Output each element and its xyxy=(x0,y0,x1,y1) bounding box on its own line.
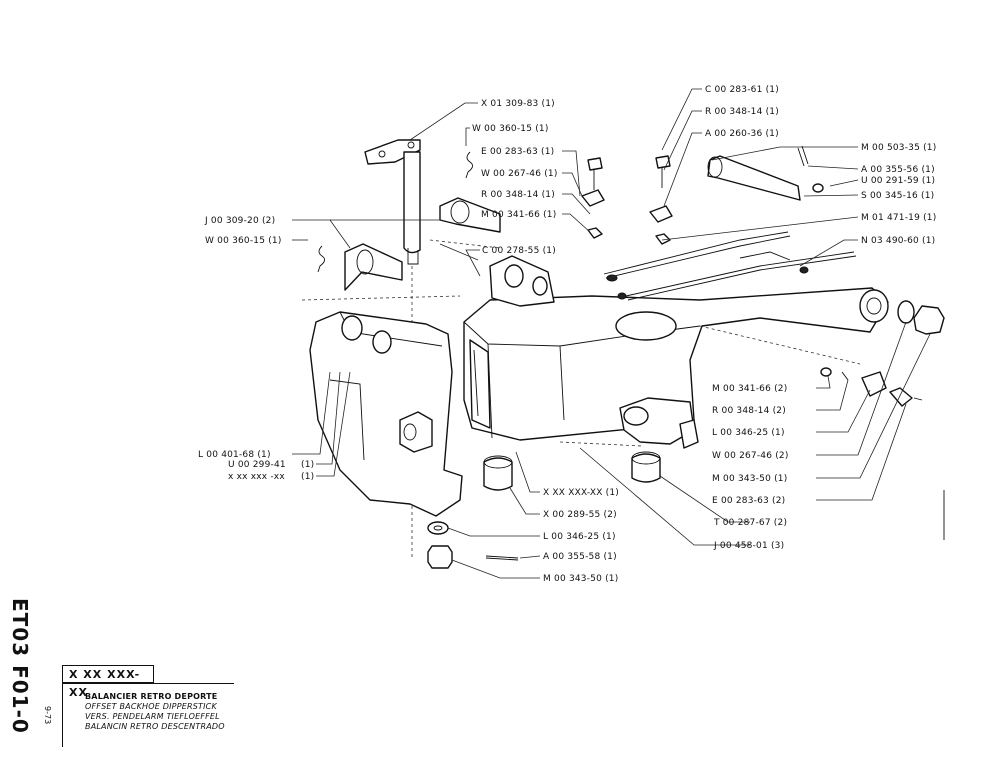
title-frame: BALANCIER RETRO DEPORTE OFFSET BACKHOE D… xyxy=(62,683,234,747)
label-m00343b: M 00 343-50 (1) xyxy=(543,574,618,584)
label-u00291: U 00 291-59 (1) xyxy=(861,176,935,186)
label-j00458: J 00 458-01 (3) xyxy=(713,541,784,551)
sheet-code: ET03 F01-0 xyxy=(8,598,32,734)
left-bracket xyxy=(309,311,463,517)
cotter-pin-bottom xyxy=(485,555,519,561)
label-e00283: E 00 283-63 (1) xyxy=(481,147,554,157)
label-xxxb: X XX XXX-XX (1) xyxy=(543,488,619,498)
label-c00283: C 00 283-61 (1) xyxy=(705,85,779,95)
castle-nut-bottom xyxy=(427,545,453,569)
castle-nut-right xyxy=(913,305,945,335)
label-w00267: W 00 267-46 (1) xyxy=(481,169,558,179)
sheet-code-block: ET03 F01-0 9-73 xyxy=(4,598,64,746)
label-w00360b: W 00 360-15 (1) xyxy=(205,236,282,246)
label-w00360a: W 00 360-15 (1) xyxy=(472,124,549,134)
label-a00355b: A 00 355-58 (1) xyxy=(543,552,617,562)
title-block: X XX XXX- XX BALANCIER RETRO DEPORTE OFF… xyxy=(62,665,234,749)
label-xxxa-qty: (1) xyxy=(301,472,314,482)
label-l00346a: L 00 346-25 (1) xyxy=(712,428,785,438)
label-a00260: A 00 260-36 (1) xyxy=(705,129,779,139)
spring-pin-left xyxy=(317,245,325,273)
label-u00299: U 00 299-41 xyxy=(228,460,286,470)
nut-right-small xyxy=(820,367,832,377)
clip-plate-top-right xyxy=(649,205,673,223)
upper-pin xyxy=(707,155,801,201)
spring-pin-top xyxy=(465,151,473,179)
label-l00346b: L 00 346-25 (1) xyxy=(543,532,616,542)
leader-lines xyxy=(292,88,931,579)
lock-washer-right xyxy=(841,371,849,381)
label-xxxa: x xx xxx -xx xyxy=(228,472,285,482)
clip-plate-right xyxy=(861,371,887,397)
bolt-top-left xyxy=(587,157,603,171)
drawing xyxy=(301,139,945,569)
label-w00267b: W 00 267-46 (2) xyxy=(712,451,789,461)
title-es: BALANCIN RETRO DESCENTRADO xyxy=(85,722,225,731)
small-pin-left xyxy=(344,243,403,291)
bolt-right xyxy=(889,387,913,407)
dipperstick-body xyxy=(463,231,889,449)
label-x00289: X 00 289-55 (2) xyxy=(543,510,617,520)
label-x01309: X 01 309-83 (1) xyxy=(481,99,555,109)
label-s00345: S 00 345-16 (1) xyxy=(861,191,934,201)
label-m00341b: M 00 341-66 (2) xyxy=(712,384,787,394)
washer-right xyxy=(897,300,915,324)
label-r00348: R 00 348-14 (1) xyxy=(481,190,555,200)
washer-bottom xyxy=(427,521,449,535)
title-en: OFFSET BACKHOE DIPPERSTICK xyxy=(85,702,217,711)
nut-top-right xyxy=(655,233,671,245)
label-m00341: M 00 341-66 (1) xyxy=(481,210,556,220)
label-r00348b: R 00 348-14 (1) xyxy=(705,107,779,117)
label-r00348c: R 00 348-14 (2) xyxy=(712,406,786,416)
label-u00299-qty: (1) xyxy=(301,460,314,470)
label-t00287: T 00 287-67 (2) xyxy=(713,518,787,528)
grease-nipple xyxy=(812,183,824,193)
label-m00503: M 00 503-35 (1) xyxy=(861,143,936,153)
clip-plate-top-left xyxy=(581,189,605,207)
label-m00343a: M 00 343-50 (1) xyxy=(712,474,787,484)
sheet-date: 9-73 xyxy=(43,706,52,725)
bushing-left xyxy=(483,457,513,491)
label-a00355a: A 00 355-56 (1) xyxy=(861,165,935,175)
part-labels: X 01 309-83 (1) W 00 360-15 (1) E 00 283… xyxy=(198,85,936,584)
nut-top-left xyxy=(587,227,603,239)
cotter-pin-top xyxy=(797,145,809,167)
label-l00401: L 00 401-68 (1) xyxy=(198,450,271,460)
label-m01471: M 01 471-19 (1) xyxy=(861,213,936,223)
serial-number-box: X XX XXX- XX xyxy=(62,665,154,699)
bushing-right xyxy=(631,453,661,483)
title-de: VERS. PENDELARM TIEFLOEFFEL xyxy=(85,712,220,721)
label-c00278: C 00 278-55 (1) xyxy=(482,246,556,256)
label-e00283b: E 00 283-63 (2) xyxy=(712,496,785,506)
title-fr: BALANCIER RETRO DEPORTE xyxy=(85,692,218,701)
label-j00309: J 00 309-20 (2) xyxy=(204,216,275,226)
label-n03490: N 03 490-60 (1) xyxy=(861,236,935,246)
